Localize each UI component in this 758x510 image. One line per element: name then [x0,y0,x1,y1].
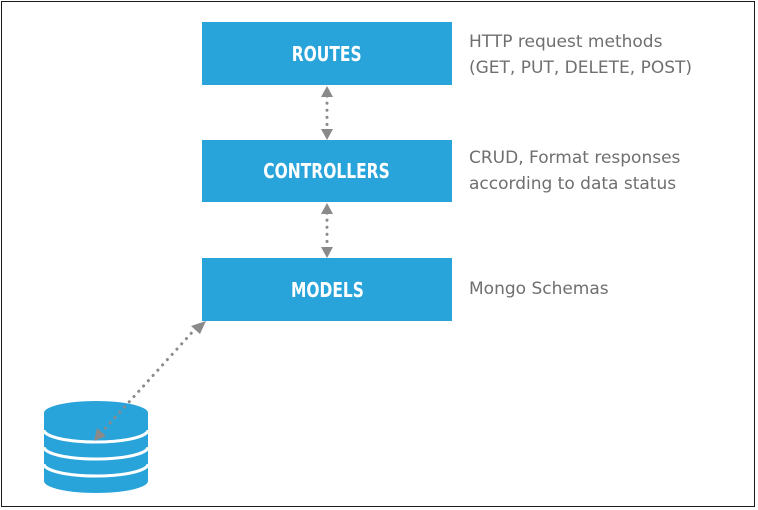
controllers-models-connector [321,203,333,258]
controllers-note-line2: according to data status [469,174,677,194]
arrowhead-up-icon [321,86,333,97]
database-icon [42,401,150,493]
controllers-box: CONTROLLERS [202,140,452,202]
routes-label: ROUTES [292,41,362,66]
routes-note: HTTP request methods (GET, PUT, DELETE, … [469,29,692,81]
models-label: MODELS [290,277,364,302]
arrowhead-down-icon [321,247,333,258]
models-box: MODELS [202,258,452,321]
models-note: Mongo Schemas [469,276,609,302]
routes-controllers-connector [321,86,333,140]
models-database-connector [94,321,206,441]
routes-note-line1: HTTP request methods [469,32,663,52]
routes-note-line2: (GET, PUT, DELETE, POST) [469,58,693,78]
controllers-note-line1: CRUD, Format responses [469,148,681,168]
arrowhead-down-icon [94,428,106,441]
models-note-line1: Mongo Schemas [469,279,609,299]
controllers-label: CONTROLLERS [263,159,391,183]
routes-box: ROUTES [202,22,452,85]
arrowhead-up-icon [321,203,333,214]
controllers-note: CRUD, Format responses according to data… [469,145,680,197]
arrowhead-up-icon [191,321,206,334]
arrowhead-down-icon [321,129,333,140]
